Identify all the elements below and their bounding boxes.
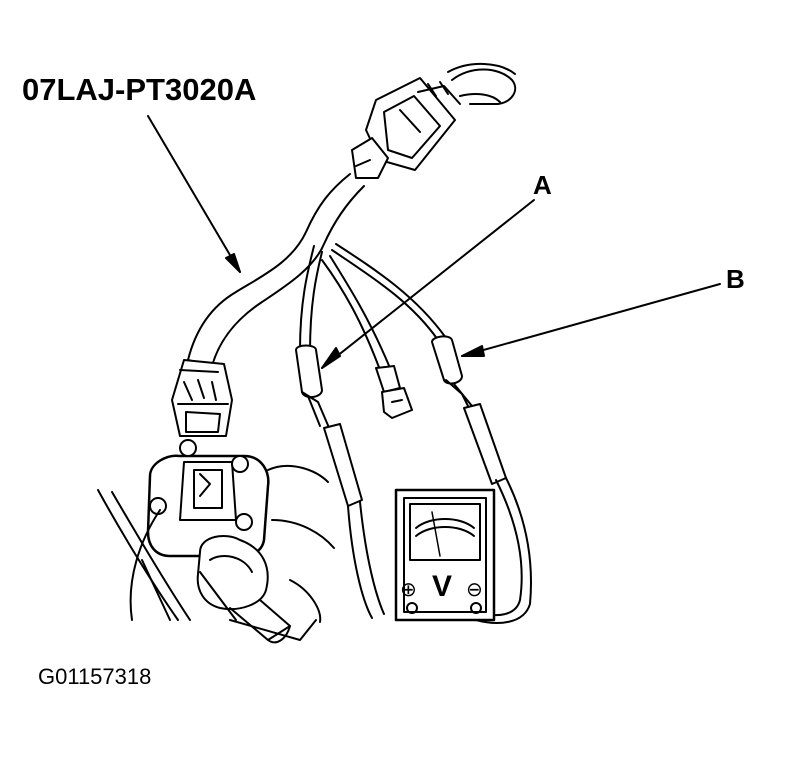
meter-unit-symbol: V: [432, 570, 452, 603]
meter-minus-symbol: ⊖: [466, 577, 483, 601]
mounting-bracket-lines: [98, 466, 334, 640]
tool-part-number-label: 07LAJ-PT3020A: [22, 72, 257, 107]
test-lead-b: [432, 336, 531, 623]
figure-code-label: G01157318: [38, 664, 152, 689]
meter-plus-symbol: ⊕: [400, 577, 417, 601]
branch-wires: [300, 244, 446, 370]
sensor-connector: [172, 360, 232, 436]
callout-b-label: B: [726, 264, 745, 294]
test-lead-a: [296, 346, 384, 619]
tool-leader-arrow: [148, 116, 240, 272]
voltmeter: [396, 490, 494, 620]
hand-outline: [448, 64, 515, 104]
callout-a-label: A: [533, 170, 552, 200]
fuse-terminal: [376, 366, 412, 418]
top-connector: [352, 78, 460, 178]
callout-b-leader-arrow: [462, 284, 720, 356]
callout-a-leader-arrow: [322, 200, 534, 368]
